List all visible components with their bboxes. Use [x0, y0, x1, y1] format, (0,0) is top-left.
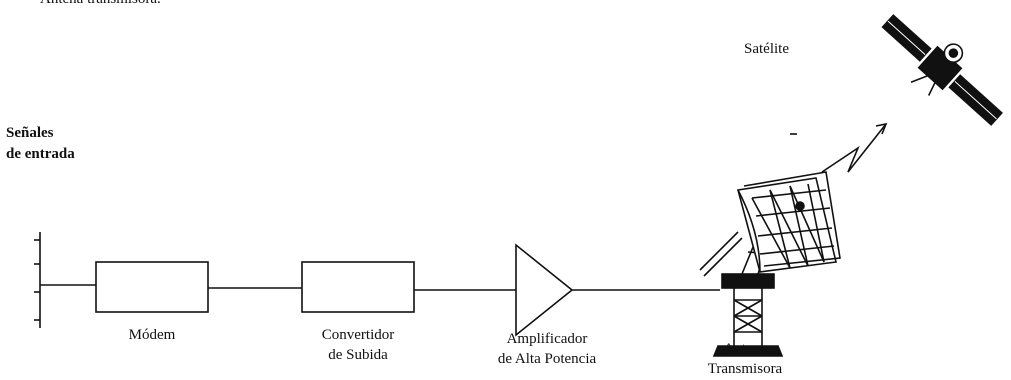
satellite-icon [881, 14, 1003, 126]
satellite-label: Satélite [744, 41, 789, 57]
antenna-label-line2: Transmisora [707, 361, 783, 377]
modem-block [95, 261, 209, 313]
antenna-icon [699, 171, 841, 357]
input-signal-bus [34, 232, 96, 328]
upconverter-label-line2: de Subida [328, 347, 388, 363]
upconverter-label-line1: Convertidor [321, 327, 395, 343]
upconverter-block [301, 261, 415, 313]
amplifier-label-line2: de Alta Potencia [497, 351, 597, 367]
antenna-label-line1: Antena [723, 341, 767, 357]
amplifier-label-line1: Amplificador [506, 331, 588, 347]
input-signals-label-line1: Señales [6, 125, 54, 141]
top-caption: Antena transmisora. [40, 0, 161, 8]
modem-label: Módem [128, 327, 176, 343]
amplifier-triangle [515, 243, 574, 337]
uplink-signal-arrow [821, 122, 888, 173]
input-signals-label-line2: de entrada [6, 146, 75, 162]
